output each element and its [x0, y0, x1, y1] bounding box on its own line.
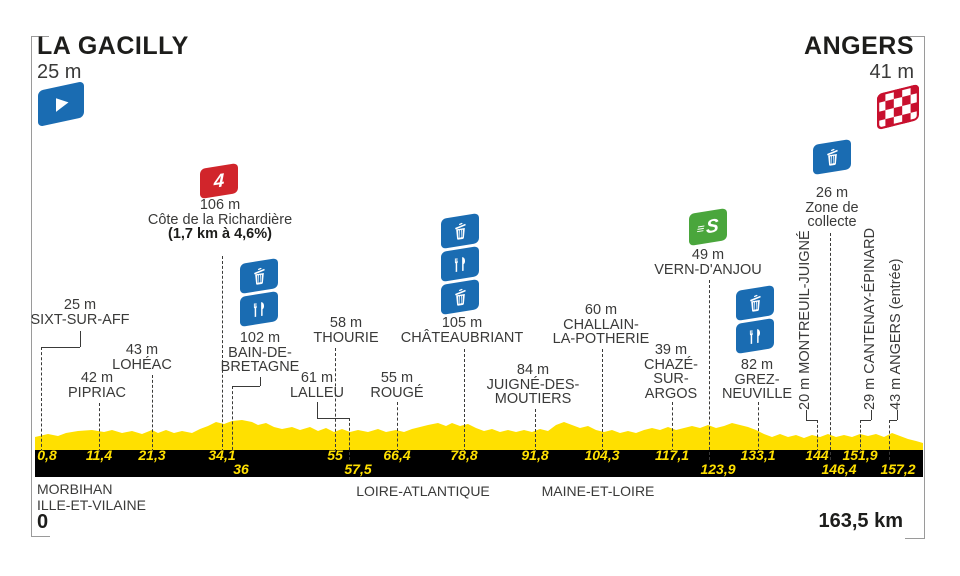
start-town-elevation: 25 m — [37, 61, 82, 83]
region-label-morbihan: MORBIHAN — [37, 481, 113, 497]
km-mark: 34,1 — [208, 447, 236, 463]
km-mark: 133,1 — [740, 447, 776, 463]
waypoint-marker-line — [99, 403, 100, 452]
trash-flag-icon — [813, 138, 851, 176]
waypoint-connector-line — [80, 331, 81, 347]
waypoint-marker-line — [672, 402, 673, 452]
sprint-flag-icon: ≡S — [689, 207, 727, 247]
waypoint-connector-line — [897, 410, 898, 420]
waypoint-marker-line — [41, 347, 42, 452]
km-mark: 146,4 — [821, 461, 857, 477]
waypoint-connector-line — [806, 410, 807, 420]
frame-bracket-left-bottom — [31, 536, 50, 537]
trash-flag-icon — [240, 257, 278, 295]
km-mark: 123,9 — [700, 461, 736, 477]
waypoint-marker-line — [758, 402, 759, 452]
waypoint-marker-line — [535, 409, 536, 452]
km-mark: 11,4 — [85, 447, 113, 463]
trash-flag-icon — [736, 284, 774, 322]
km-mark: 117,1 — [655, 447, 689, 463]
finish-town-elevation: 41 m — [869, 61, 914, 83]
waypoint-connector-line — [889, 420, 897, 421]
waypoint-marker-line — [830, 233, 831, 460]
frame-bracket-left — [31, 36, 49, 537]
km-mark: 91,8 — [521, 447, 549, 463]
waypoint-marker-line — [152, 375, 153, 452]
waypoint-connector-line — [317, 402, 318, 418]
finish-town-name: ANGERS — [804, 32, 914, 60]
waypoint-label-km-157,2: 43 m ANGERS (entrée) — [888, 258, 904, 411]
km-mark: 157,2 — [880, 461, 916, 477]
frame-bracket-right-bottom — [905, 538, 924, 539]
waypoint-marker-line — [464, 349, 465, 452]
waypoint-connector-line — [41, 347, 80, 348]
region-label-maine-et-loire: MAINE-ET-LOIRE — [541, 483, 655, 499]
category-climb-flag-icon: 4 — [200, 162, 238, 200]
km-mark: 78,8 — [450, 447, 478, 463]
waypoint-marker-line — [335, 348, 336, 452]
waypoint-connector-line — [232, 386, 260, 387]
km-mark: 21,3 — [138, 447, 166, 463]
total-distance-label: 163,5 km — [818, 510, 903, 532]
waypoint-marker-line — [709, 280, 710, 460]
feed-zone-flag-icon — [736, 317, 774, 355]
frame-bracket-right — [906, 36, 925, 539]
waypoint-connector-line — [860, 420, 871, 421]
waypoint-connector-line — [260, 377, 261, 386]
trash-flag-icon — [441, 278, 479, 316]
start-town-name: LA GACILLY — [37, 32, 189, 60]
start-km-label: 0 — [37, 511, 49, 533]
checkered-pattern-icon — [877, 83, 919, 130]
arrivee-flag-icon — [877, 83, 919, 130]
waypoint-marker-line — [397, 402, 398, 452]
waypoint-marker-line — [889, 420, 890, 460]
waypoint-label-km-151,9: 29 m CANTENAY-ÉPINARD — [862, 227, 878, 410]
waypoint-marker-line — [602, 349, 603, 452]
distance-bar — [35, 446, 923, 477]
km-mark: 104,3 — [584, 447, 620, 463]
region-label-loire-atlantique: LOIRE-ATLANTIQUE — [356, 483, 490, 499]
km-mark: 57,5 — [344, 461, 372, 477]
region-label-ille-et-vilaine: ILLE-ET-VILAINE — [37, 497, 146, 513]
waypoint-connector-line — [806, 420, 817, 421]
km-mark: 55 — [327, 447, 343, 463]
waypoint-marker-line — [349, 418, 350, 460]
km-mark: 151,9 — [842, 447, 878, 463]
trash-flag-icon — [441, 212, 479, 250]
depart-flag-icon — [38, 81, 84, 127]
km-mark: 0,8 — [37, 447, 57, 463]
waypoint-connector-line — [871, 410, 872, 420]
waypoint-connector-line — [317, 418, 349, 419]
km-mark: 144 — [805, 447, 829, 463]
waypoint-label-km-144: 20 m MONTREUIL-JUIGNÉ — [797, 230, 813, 410]
waypoint-marker-line — [222, 256, 223, 452]
feed-zone-flag-icon — [441, 245, 479, 283]
play-icon — [56, 98, 69, 112]
km-mark: 36 — [233, 461, 249, 477]
feed-zone-flag-icon — [240, 290, 278, 328]
km-mark: 66,4 — [383, 447, 411, 463]
